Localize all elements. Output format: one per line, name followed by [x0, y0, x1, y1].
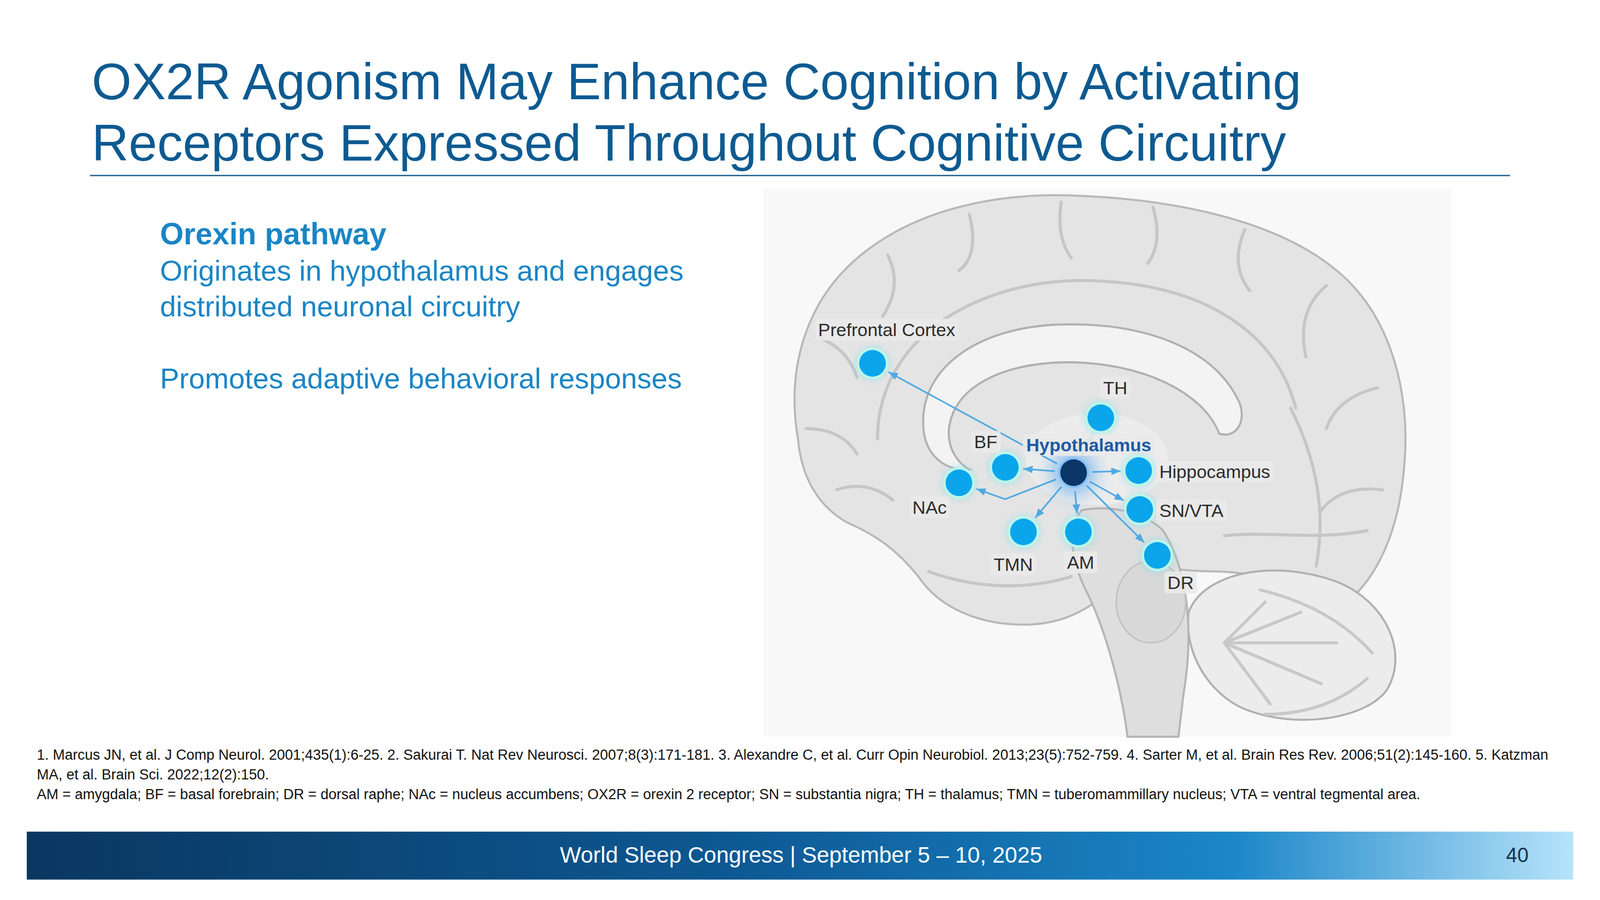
arbor-vitae	[1224, 589, 1373, 715]
hub-label: Hypothalamus	[1022, 434, 1155, 456]
brainstem	[1072, 508, 1189, 737]
projection-arrow	[1075, 491, 1078, 514]
calcarine-sulcus	[1224, 530, 1368, 536]
sulcus	[836, 486, 893, 501]
sulcus	[1303, 285, 1327, 358]
sulcus	[816, 336, 858, 378]
sulcus	[1059, 202, 1072, 259]
folium	[1224, 642, 1271, 704]
region-label: DR	[1164, 571, 1197, 594]
region-label: Hippocampus	[1156, 460, 1274, 483]
region-label: AM	[1064, 551, 1098, 574]
section-heading: Orexin pathway	[160, 215, 747, 253]
cerebellum	[1188, 570, 1396, 720]
sulcus	[1147, 206, 1157, 263]
folium	[1224, 641, 1337, 645]
region-label: BF	[970, 430, 1000, 453]
sulcus	[805, 428, 858, 454]
projection-arrow	[1089, 481, 1124, 501]
reference-note: 1. Marcus JN, et al. J Comp Neurol. 2001…	[36, 745, 1573, 785]
title-rule	[90, 174, 1510, 176]
folium	[1260, 589, 1373, 654]
target-dot: TMN	[1010, 518, 1037, 546]
sulcus	[1326, 387, 1378, 429]
hub-dot: Hypothalamus	[1060, 459, 1087, 486]
footer-text: World Sleep Congress | September 5 – 10,…	[560, 841, 1043, 869]
parieto-occipital-sulcus	[1290, 408, 1320, 566]
target-dot: BF	[992, 453, 1019, 481]
projection-arrow	[1092, 470, 1121, 472]
page-number: 40	[1506, 842, 1529, 868]
folium	[1265, 678, 1367, 715]
region-label: NAc	[909, 496, 950, 518]
projection-arrow	[1022, 468, 1055, 471]
folium	[1224, 612, 1301, 643]
projection-arrow	[976, 478, 1057, 499]
region-label: TMN	[990, 553, 1037, 576]
target-dot: DR	[1144, 541, 1171, 569]
folium	[1224, 601, 1266, 643]
projection-arrow	[1035, 486, 1062, 518]
sulcus	[1321, 489, 1383, 511]
region-label: SN/VTA	[1156, 499, 1227, 522]
body-text: Promotes adaptive behavioral responses	[160, 360, 854, 397]
target-dot: Hippocampus	[1125, 457, 1152, 484]
sulcus	[958, 214, 973, 271]
target-dot: SN/VTA	[1126, 496, 1154, 523]
corpus-callosum	[923, 324, 1242, 470]
target-dot: Prefrontal Cortex	[859, 349, 886, 377]
sulcus	[882, 254, 895, 317]
target-dot: TH	[1087, 404, 1115, 431]
body-text: Originates in hypothalamus and engages d…	[160, 252, 726, 325]
illustration-panel	[763, 188, 1452, 737]
slide-title: OX2R Agonism May Enhance Cognition by Ac…	[91, 50, 1490, 174]
region-label: TH	[1100, 377, 1131, 399]
region-label: Prefrontal Cortex	[814, 318, 959, 341]
sulcus	[1238, 229, 1251, 291]
footer-bar	[26, 831, 1574, 880]
notes-block: 1. Marcus JN, et al. J Comp Neurol. 2001…	[36, 745, 1573, 805]
abbreviation-note: AM = amygdala; BF = basal forebrain; DR …	[36, 784, 1573, 805]
target-dot: AM	[1065, 518, 1092, 546]
